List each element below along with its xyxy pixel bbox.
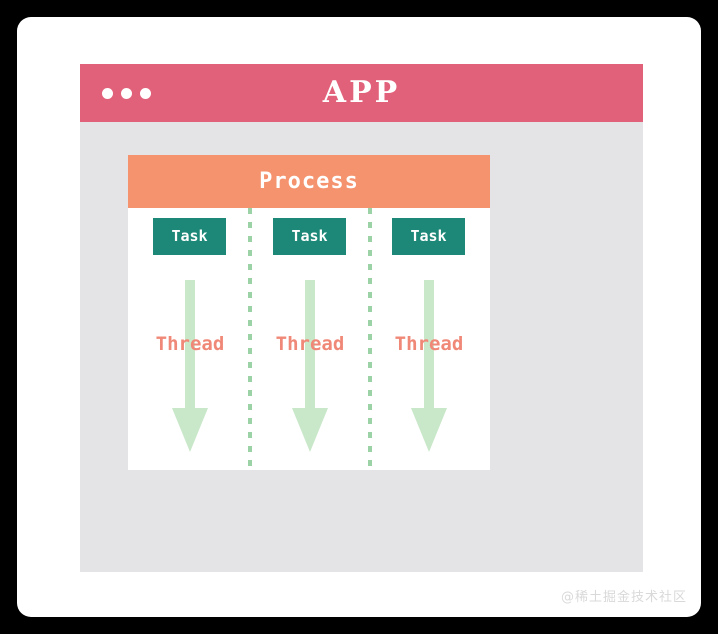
column-divider-dashed (368, 208, 372, 470)
task-box: Task (273, 218, 346, 255)
task-label: Task (410, 227, 447, 245)
down-arrow-icon (287, 280, 333, 455)
window-title-bar: APP (80, 64, 643, 122)
task-box: Task (153, 218, 226, 255)
down-arrow-icon (406, 280, 452, 455)
down-arrow-icon (167, 280, 213, 455)
thread-label: Thread (394, 333, 464, 355)
traffic-light-dot-icon[interactable] (102, 88, 113, 99)
task-label: Task (291, 227, 328, 245)
traffic-light-dot-icon[interactable] (140, 88, 151, 99)
thread-label: Thread (275, 333, 345, 355)
process-thread-diagram: Process Task (128, 155, 490, 470)
traffic-light-dot-icon[interactable] (121, 88, 132, 99)
app-window-mock: APP Process (80, 64, 643, 572)
thread-column: Task Thread (369, 208, 489, 470)
task-label: Task (171, 227, 208, 245)
process-bar: Process (128, 155, 490, 208)
thread-column: Task Thread (250, 208, 370, 470)
app-title: APP (322, 75, 401, 110)
watermark: @稀土掘金技术社区 (560, 590, 687, 605)
task-box: Task (392, 218, 465, 255)
page-card: APP Process (17, 17, 701, 617)
column-divider-dashed (248, 208, 252, 470)
window-body: Process Task (80, 122, 643, 572)
process-label: Process (259, 169, 359, 194)
thread-label: Thread (155, 333, 225, 355)
thread-column: Task Thread (130, 208, 250, 470)
